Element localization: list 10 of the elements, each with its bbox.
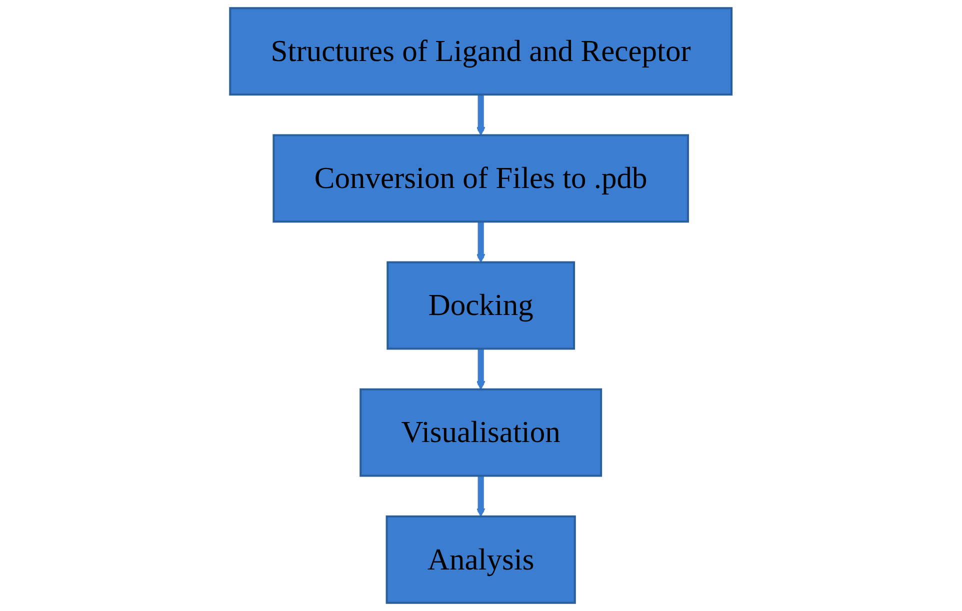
node-box [386,261,576,350]
arrow [476,476,486,517]
node-box [272,134,690,223]
arrow [476,348,486,390]
node-box [386,515,576,604]
arrow [476,94,486,136]
node-box [360,388,602,477]
arrow [476,222,486,263]
flowchart-diagram: Structures of Ligand and Receptor Conversion of Files to .pdb Docking Visualisation Analysis [222,0,740,611]
node-box [229,7,733,96]
